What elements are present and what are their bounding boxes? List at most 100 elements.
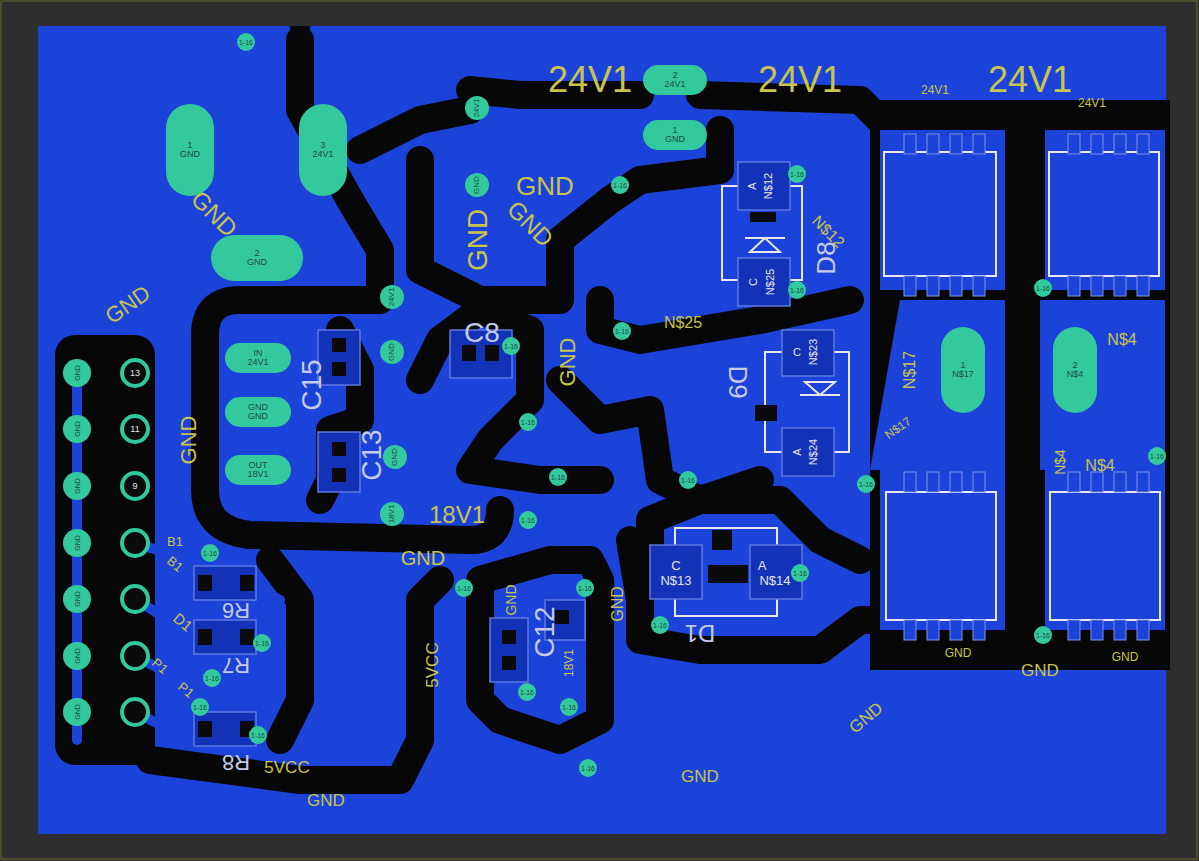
via-pad xyxy=(651,616,669,634)
pcb-shape xyxy=(950,134,962,154)
pad-label: IN xyxy=(254,349,263,358)
pcb-shape xyxy=(973,472,985,492)
pcb-shape xyxy=(1114,276,1126,296)
via-label: 1-16 xyxy=(1036,632,1050,639)
pcb-shape xyxy=(332,362,346,376)
pcb-shape xyxy=(194,566,256,600)
pcb-shape xyxy=(750,212,776,222)
via-label: 1-16 xyxy=(551,474,565,481)
pcb-shape xyxy=(950,620,962,640)
net-label: N$12 xyxy=(763,173,774,199)
via-label: 1-16 xyxy=(790,287,804,294)
pcb-shape xyxy=(650,545,702,599)
net-label: A xyxy=(747,182,758,189)
via-pad xyxy=(613,322,631,340)
via-pad xyxy=(63,585,91,613)
pcb-shape xyxy=(738,162,790,210)
pcb-shape xyxy=(1005,100,1039,670)
net-label: 9 xyxy=(132,482,137,491)
pad-label: 2 xyxy=(254,249,259,258)
via-label: GND xyxy=(74,365,81,381)
pcb-shape xyxy=(950,276,962,296)
net-label: N$4 xyxy=(1107,332,1136,348)
pcb-shape xyxy=(950,472,962,492)
via-label: GND xyxy=(473,176,481,194)
via-label: 1-16 xyxy=(205,675,219,682)
via-label: 24V1 xyxy=(473,99,481,118)
net-label: N$14 xyxy=(759,574,790,587)
pad-label: 1 xyxy=(960,361,965,370)
pcb-shape xyxy=(150,40,880,780)
pcb-shape xyxy=(870,300,1010,470)
via-pad xyxy=(63,415,91,443)
pcb-shape xyxy=(332,442,346,456)
net-label: GND xyxy=(557,338,579,387)
pcb-shape xyxy=(782,330,834,376)
pcb-shape xyxy=(122,473,148,499)
solder-pad: IN24V1 xyxy=(225,343,291,373)
pcb-shape xyxy=(745,238,840,395)
net-label: GND xyxy=(401,548,445,568)
pad-label: 1 xyxy=(187,141,192,150)
net-label: 11 xyxy=(130,425,139,434)
pcb-shape xyxy=(1068,276,1080,296)
net-label: GND xyxy=(1112,651,1139,663)
pcb-shape xyxy=(927,472,939,492)
pcb-shape xyxy=(755,405,777,421)
via-label: 1-16 xyxy=(578,585,592,592)
pcb-shape xyxy=(927,276,939,296)
pcb-shape xyxy=(194,620,256,654)
pcb-shape xyxy=(973,134,985,154)
solder-pad: 1GND xyxy=(643,120,707,150)
pcb-shape xyxy=(122,699,148,725)
via-pad xyxy=(203,669,221,687)
via-label: 1-16 xyxy=(521,419,535,426)
pcb-shape xyxy=(332,338,346,352)
net-label: C xyxy=(793,347,801,358)
via-pad xyxy=(383,445,407,469)
net-label: C xyxy=(748,278,759,286)
pcb-shape xyxy=(886,492,996,620)
via-label: GND xyxy=(388,343,396,361)
via-label: 1-16 xyxy=(615,328,629,335)
pad-label: 1 xyxy=(672,126,677,135)
pad-label: 2 xyxy=(672,71,677,80)
via-label: GND xyxy=(74,704,81,720)
part-name: R8 xyxy=(222,751,250,773)
net-label: C xyxy=(671,559,680,572)
pad-label: N$4 xyxy=(1067,370,1084,379)
via-pad xyxy=(380,502,404,526)
pcb-shape xyxy=(1050,492,1160,620)
pcb-shape xyxy=(122,360,148,725)
via-label: 1-16 xyxy=(239,39,253,46)
pcb-shape xyxy=(1040,300,1165,470)
via-label: 1-16 xyxy=(562,704,576,711)
via-pad xyxy=(560,698,578,716)
via-label: GND xyxy=(74,478,81,494)
via-label: GND xyxy=(74,421,81,437)
pad-label: 24V1 xyxy=(312,150,333,159)
net-label: 24V1 xyxy=(1078,97,1106,109)
via-pad xyxy=(519,413,537,431)
solder-pad: 2N$4 xyxy=(1053,327,1097,413)
via-pad xyxy=(63,359,91,387)
solder-pad: OUT18V1 xyxy=(225,455,291,485)
net-label: 5VCC xyxy=(264,759,309,776)
solder-pad: 1GND xyxy=(166,104,214,196)
via-label: 1-16 xyxy=(1150,453,1164,460)
net-label: A xyxy=(758,559,767,572)
pcb-shape xyxy=(738,258,790,306)
net-label: B1 xyxy=(167,535,183,548)
via-pad xyxy=(857,475,875,493)
via-label: 1-16 xyxy=(504,343,518,350)
net-label: 18V1 xyxy=(563,649,575,677)
pcb-shape xyxy=(904,134,1149,640)
pcb-shape xyxy=(675,152,1160,620)
via-pad xyxy=(455,579,473,597)
pcb-shape xyxy=(1091,472,1103,492)
via-pad xyxy=(579,759,597,777)
part-name: R7 xyxy=(222,654,250,676)
via-label: 1-16 xyxy=(193,704,207,711)
via-pad xyxy=(63,472,91,500)
